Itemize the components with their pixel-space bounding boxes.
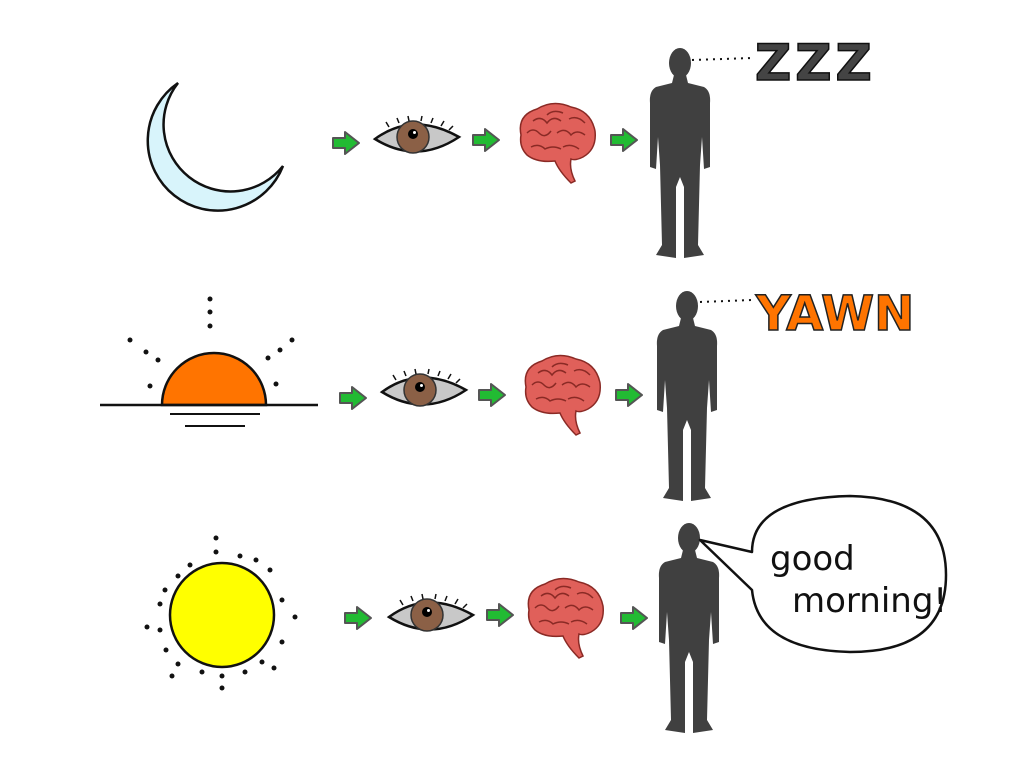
arrow-icon <box>486 603 514 627</box>
speech-line-1: good <box>770 539 855 579</box>
arrow-icon <box>344 606 372 630</box>
thought-dots <box>699 299 753 303</box>
row-night: ZZZ <box>146 33 876 258</box>
brain-icon <box>524 354 601 436</box>
arrow-icon <box>332 131 360 155</box>
row-sunrise: YAWN <box>100 285 915 501</box>
brain-icon <box>527 577 604 659</box>
zzz-label: ZZZ <box>755 34 876 92</box>
arrow-icon <box>339 386 367 410</box>
eye-icon <box>373 114 461 155</box>
arrow-icon <box>478 383 506 407</box>
thought-dots <box>691 57 753 61</box>
eye-icon <box>380 367 468 408</box>
person-silhouette <box>658 523 720 733</box>
speech-bubble <box>698 494 948 654</box>
eye-icon <box>387 592 475 633</box>
moon-icon <box>146 81 285 212</box>
arrow-icon <box>472 128 500 152</box>
sun-icon <box>144 535 298 691</box>
arrow-icon <box>610 128 638 152</box>
brain-icon <box>519 102 596 184</box>
speech-line-2: morning! <box>792 581 947 621</box>
yawn-label: YAWN <box>755 286 914 342</box>
person-silhouette <box>649 48 711 258</box>
sunrise-icon <box>100 296 318 427</box>
arrow-icon <box>615 383 643 407</box>
arrow-icon <box>620 606 648 630</box>
person-silhouette <box>656 291 718 501</box>
row-day: good morning! <box>144 494 948 733</box>
